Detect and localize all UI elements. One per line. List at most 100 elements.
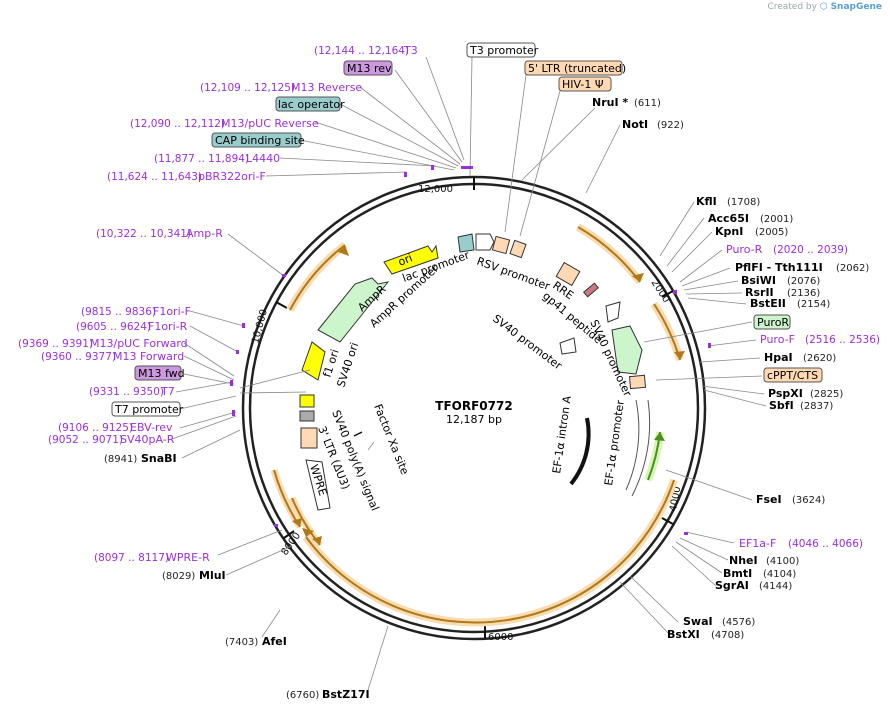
label-kpni-range: (2005): [755, 227, 788, 238]
cap-box: [211, 132, 302, 148]
tick-4000: [661, 517, 674, 525]
label-f1orir-range: (9605 .. 9624): [76, 321, 151, 333]
label-t3-range: (12,144 .. 12,164): [314, 45, 409, 57]
label-nrui: NruI *: [592, 96, 628, 109]
label-sgrai: SgrAI: [715, 579, 749, 592]
label-bsiwi-range: (2076): [787, 276, 820, 287]
plasmid-name: TFORF0772: [435, 399, 512, 413]
label-sv40pa-range: (9052 .. 9071): [48, 434, 123, 446]
credit-brand: SnapGene: [830, 2, 882, 12]
label-wprer-range: (8097 .. 8117): [94, 552, 169, 564]
label-bstxi-range: (4708): [711, 630, 744, 641]
tick-label-8000: 8000: [279, 531, 303, 558]
label-puror-range: (2020 .. 2039): [773, 244, 848, 256]
arc-arrowheads: [292, 245, 685, 545]
label-sv40pa: SV40pA-R: [120, 433, 175, 446]
label-lacop: lac operator: [278, 98, 345, 111]
sv40pa-box: [299, 410, 315, 422]
label-m13pucfwd: M13/pUC Forward: [90, 337, 188, 350]
tick-label-10000: 10,000: [250, 308, 270, 345]
cppt-label-box: [763, 367, 823, 383]
inner-factorxa: Factor Xa site: [371, 402, 411, 476]
tick-2000: [661, 290, 674, 298]
label-l4440-range: (11,877 .. 11,894): [154, 153, 249, 165]
ef1-prom-arc2: [631, 399, 651, 497]
label-m13reverse-range: (12,109 .. 12,125): [200, 82, 295, 94]
label-ebv-range: (9106 .. 9125): [58, 422, 133, 434]
label-cppt: cPPT/CTS: [767, 369, 818, 382]
label-snabi: SnaBI: [141, 452, 177, 465]
label-kfli-range: (1708): [727, 197, 760, 208]
arc-puror: [575, 223, 644, 285]
inner-ef1-intron: EF-1α intron A: [550, 395, 574, 475]
label-ltr5: 5' LTR (truncated): [528, 62, 626, 75]
sv40ori-box: [299, 394, 315, 408]
label-ef1af: EF1a-F: [739, 537, 776, 550]
label-fsei: FseI: [756, 493, 782, 506]
label-ebv: EBV-rev: [130, 421, 173, 434]
rsv-arrow: [475, 233, 495, 251]
ltr5-label-box: [524, 60, 623, 76]
label-sbfi: SbfI: [769, 399, 794, 412]
lac-prom: [457, 233, 475, 253]
label-kfli: KflI: [696, 195, 717, 208]
label-pspxi: PspXI: [768, 387, 803, 400]
label-m13forward: M13 Forward: [113, 350, 184, 363]
label-sgrai-range: (4144): [759, 581, 792, 592]
t3prom-box: [466, 42, 536, 58]
m13fwd-box: [134, 365, 182, 381]
label-afei: AfeI: [262, 635, 287, 648]
label-m13pucrev-range: (12,090 .. 12,112): [130, 118, 225, 130]
ltr3-box: [300, 427, 318, 449]
label-acc65i: Acc65I: [708, 212, 749, 225]
tick-marks: [275, 177, 674, 638]
inner-ef1-promoter: EF-1α promoter: [602, 399, 627, 486]
label-swai: SwaI: [683, 615, 713, 628]
label-t7: T7: [160, 385, 175, 398]
label-pflfi: PflFI - Tth111I: [735, 261, 823, 274]
label-rsrii: RsrII: [745, 286, 774, 299]
label-purof-range: (2516 .. 2536): [805, 334, 880, 346]
label-t3prom: T3 promoter: [469, 44, 539, 57]
inner-rsv-promoter: RSV promoter: [475, 255, 552, 294]
label-pflfi-range: (2062): [836, 263, 869, 274]
label-swai-range: (4576): [722, 617, 755, 628]
arc-ampr: [286, 241, 348, 312]
ampr-arrow: [317, 277, 390, 343]
label-m13reverse: M13 Reverse: [291, 81, 362, 94]
label-f1orir: F1ori-R: [148, 320, 188, 333]
label-m13pucfwd-range: (9369 .. 9391): [18, 338, 93, 350]
label-bstz-range: (6760): [286, 690, 319, 701]
label-nhei: NheI: [729, 554, 758, 567]
label-pspxi-range: (2825): [810, 389, 843, 400]
label-f1orif-range: (9815 .. 9836): [81, 306, 156, 318]
lacop-box: [275, 96, 341, 112]
inner-ori: ori: [396, 251, 414, 268]
snapgene-logo-icon: ⬡: [819, 2, 828, 12]
label-noti: NotI: [622, 118, 648, 131]
label-kpni: KpnI: [715, 225, 743, 238]
label-fsei-range: (3624): [792, 495, 825, 506]
label-hiv: HIV-1 Ψ: [562, 78, 604, 91]
label-snabi-range: (8941): [104, 454, 137, 465]
label-hpai: HpaI: [764, 351, 793, 364]
label-puror-feat: PuroR: [757, 316, 789, 329]
label-m13fwd: M13 fwd: [138, 367, 185, 380]
label-pbr: pBR322ori-F: [198, 170, 266, 183]
label-purof: Puro-F: [760, 333, 795, 346]
label-noti-range: (922): [657, 120, 684, 131]
label-f1orif: F1ori-F: [153, 305, 191, 318]
wpre-arrow: [305, 459, 331, 511]
label-ampr-primer: Amp-R: [186, 227, 223, 240]
tick-8000: [283, 530, 295, 539]
inner-sv40ori: SV40 ori: [334, 341, 361, 389]
label-t3: T3: [403, 44, 418, 57]
label-t7-range: (9331 .. 9350): [89, 386, 164, 398]
label-acc65i-range: (2001): [760, 214, 793, 225]
label-sbfi-range: (2837): [800, 401, 833, 412]
label-mlui-range: (8029): [162, 571, 195, 582]
cppt-box: [628, 374, 647, 390]
ori-arrow: [383, 244, 439, 275]
inner-features: [299, 233, 651, 511]
label-l4440: L4440: [246, 152, 280, 165]
